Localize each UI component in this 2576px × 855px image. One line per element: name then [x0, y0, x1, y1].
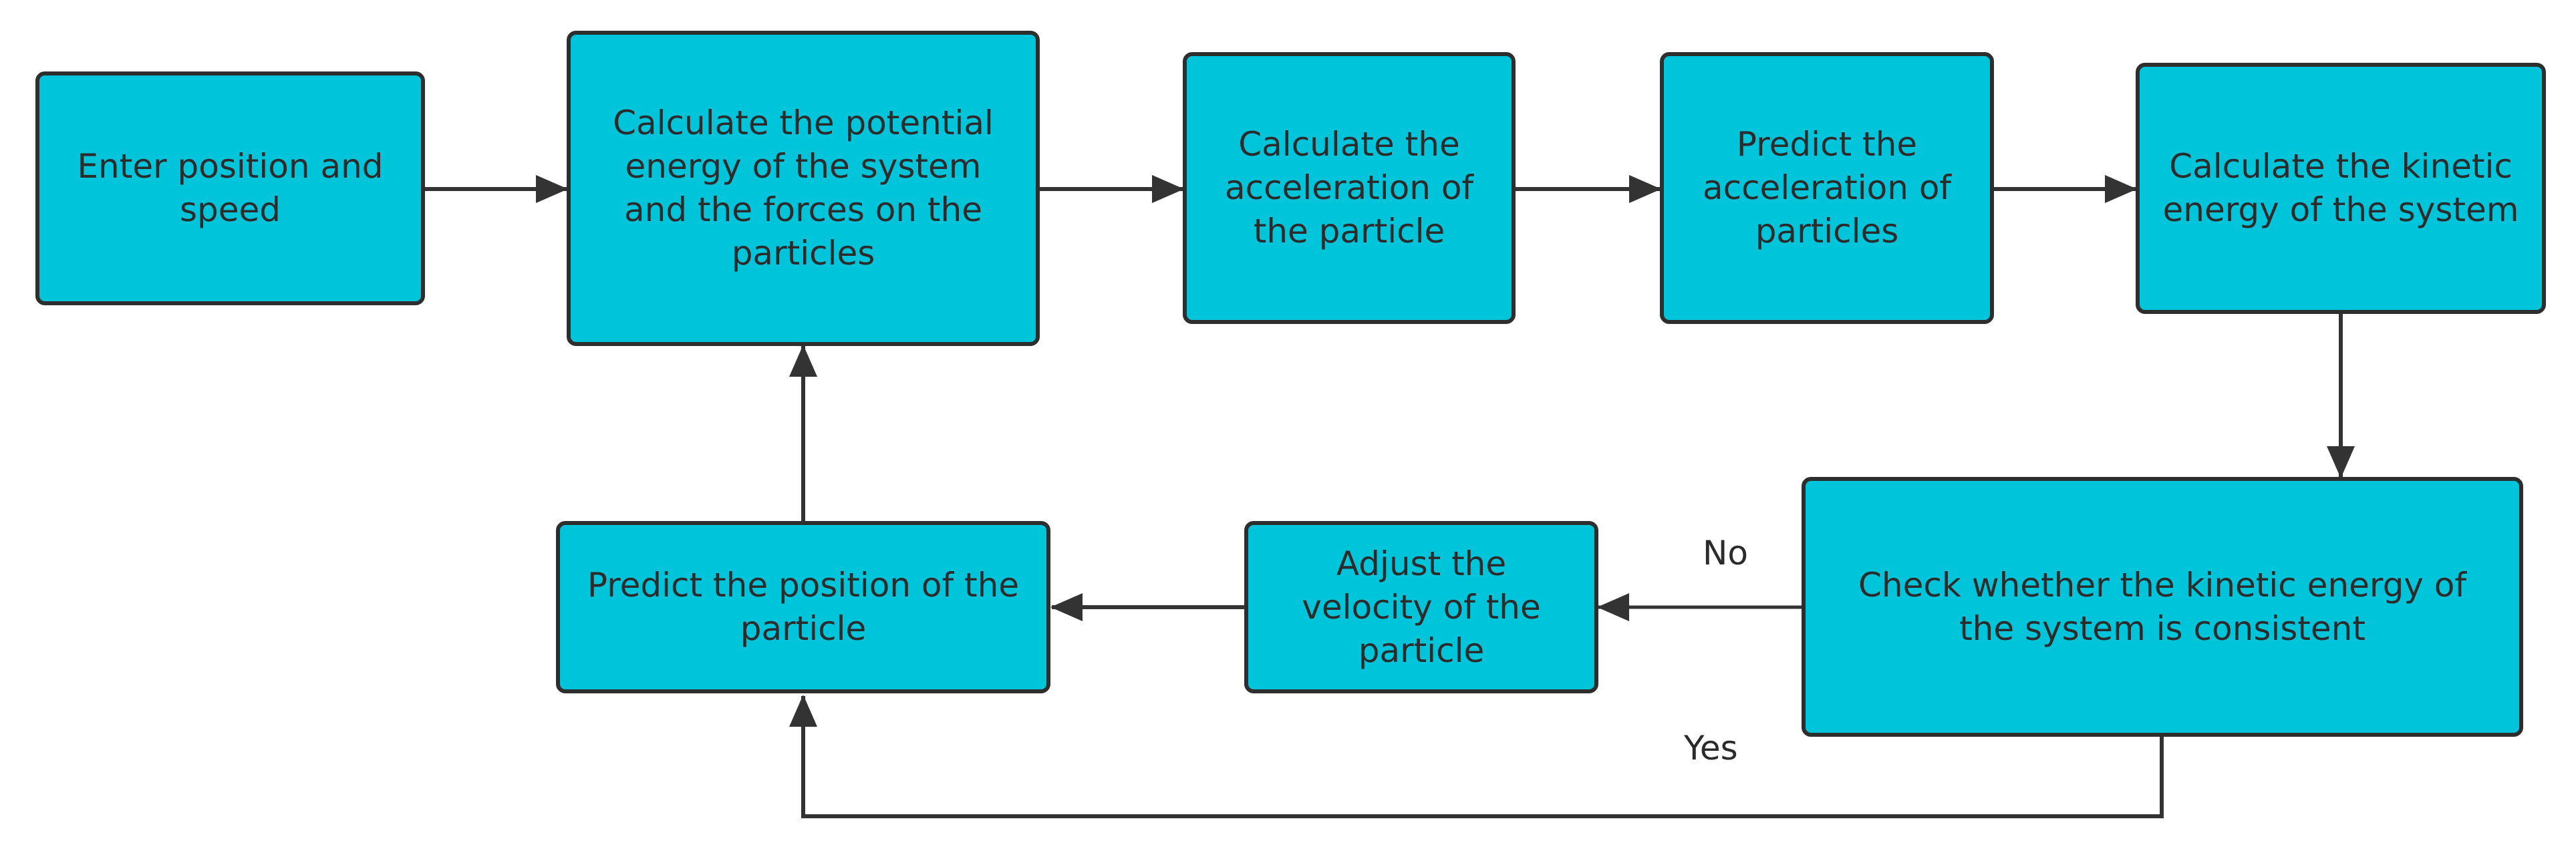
node-label: Predict the acceleration of particles: [1702, 125, 1952, 250]
node-label: Calculate the kinetic energy of the syst…: [2162, 147, 2519, 229]
node-predict-acceleration: Predict the acceleration of particles: [1660, 52, 1994, 324]
edge-calc-kinetic-to-check-kinetic: [2327, 314, 2355, 478]
node-calc-kinetic-energy: Calculate the kinetic energy of the syst…: [2136, 63, 2546, 314]
edge-label-no: No: [1703, 534, 1748, 572]
node-label: Calculate the acceleration of the partic…: [1224, 125, 1474, 250]
node-adjust-velocity: Adjust the velocity of the particle: [1244, 521, 1598, 693]
node-label: Check whether the kinetic energy of the …: [1858, 565, 2466, 648]
edge-check-kinetic-to-predict-position: [789, 695, 2164, 818]
node-label: Calculate the potential energy of the sy…: [613, 104, 994, 273]
node-label: Adjust the velocity of the particle: [1302, 544, 1541, 670]
node-calc-potential-energy: Calculate the potential energy of the sy…: [567, 31, 1040, 346]
edge-enter-to-calc-potential: [425, 175, 568, 203]
edge-calc-potential-to-calc-accel: [1040, 175, 1184, 203]
edge-calc-accel-to-predict-accel: [1516, 175, 1661, 203]
node-label: Predict the position of the particle: [587, 566, 1020, 648]
edge-label-yes: Yes: [1684, 729, 1738, 767]
edge-predict-accel-to-calc-kinetic: [1994, 175, 2137, 203]
node-calc-acceleration: Calculate the acceleration of the partic…: [1183, 52, 1516, 324]
node-label: Enter position and speed: [77, 147, 384, 229]
edge-predict-position-to-calc-potential: [789, 345, 817, 521]
edge-adjust-velocity-to-predict-position: [1050, 593, 1244, 621]
node-predict-position: Predict the position of the particle: [556, 521, 1050, 693]
node-enter-position-speed: Enter position and speed: [35, 71, 425, 305]
edge-check-kinetic-to-adjust-velocity: [1597, 593, 1802, 621]
node-check-kinetic-consistency: Check whether the kinetic energy of the …: [1802, 477, 2523, 737]
